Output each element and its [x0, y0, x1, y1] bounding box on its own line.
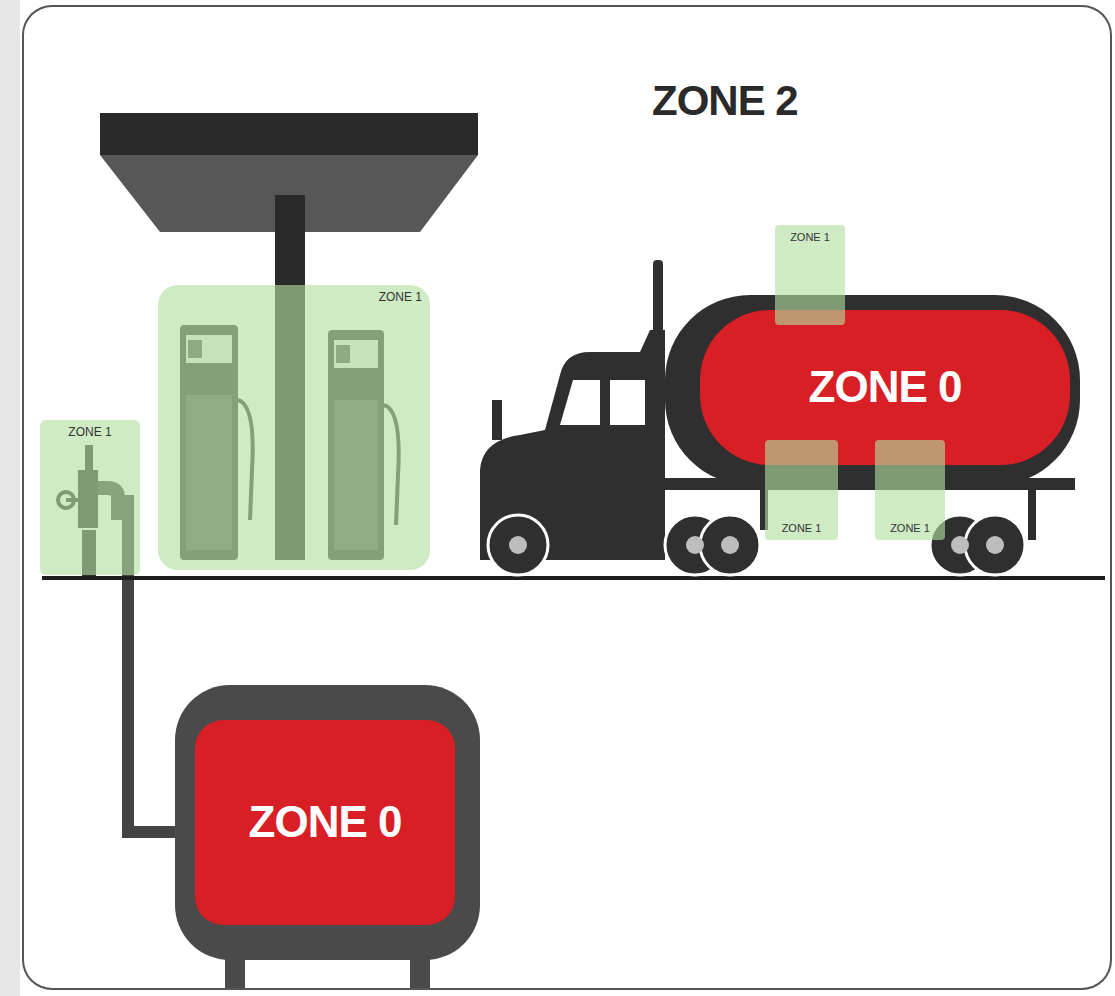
tank-leg	[225, 955, 245, 990]
zone-tag: ZONE 1	[379, 291, 422, 304]
zone-1-area: ZONE 1	[775, 225, 845, 325]
zone-label: ZONE 0	[809, 363, 962, 411]
truck-cab	[480, 260, 665, 560]
zone-1-area: ZONE 1	[158, 285, 430, 570]
zone-0-area: ZONE 0	[195, 720, 455, 925]
tank-leg	[410, 955, 430, 990]
zone-label: ZONE 0	[249, 798, 402, 846]
zone-tag: ZONE 1	[782, 522, 822, 534]
zone-tag: ZONE 1	[68, 426, 111, 439]
zone-tag: ZONE 1	[890, 522, 930, 534]
side-strip	[0, 0, 20, 996]
canopy-roof	[100, 113, 478, 155]
zone-tag: ZONE 1	[790, 231, 830, 243]
underground-tank-shell	[175, 685, 480, 960]
zone-label: ZONE 2	[652, 78, 798, 124]
zone-2-area: ZONE 2 ZONE 1 ZONE 1 ZONE 0 ZONE 1 ZONE 1 ZONE…	[22, 5, 1112, 990]
zone-1-area: ZONE 1	[765, 440, 838, 540]
zone-1-area: ZONE 1	[875, 440, 945, 540]
trailer-frame	[660, 478, 1075, 490]
tanker-shell	[665, 295, 1080, 485]
trailer-leg	[1028, 490, 1036, 540]
zone-1-area: ZONE 1	[40, 420, 140, 575]
ground-line	[42, 576, 1105, 580]
